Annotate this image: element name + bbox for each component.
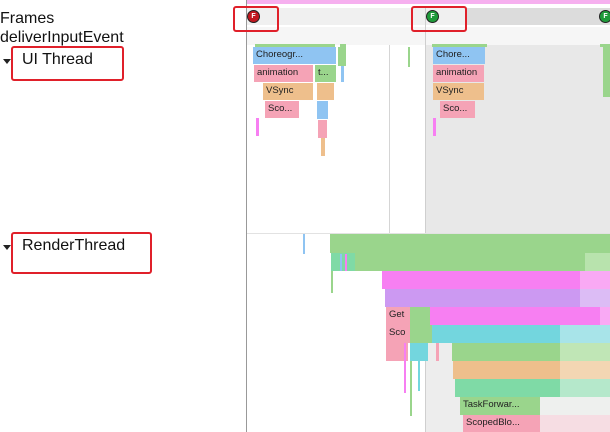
ui-slice-small xyxy=(341,66,344,82)
ui-slice-scroll[interactable]: Sco... xyxy=(440,101,475,118)
render-tick xyxy=(410,361,412,416)
frame-marker-ok-icon[interactable]: F xyxy=(599,10,610,23)
expand-render-thread-icon[interactable] xyxy=(3,245,11,250)
ui-slice-animation[interactable]: animation xyxy=(254,65,313,82)
render-tick xyxy=(331,271,333,293)
expand-ui-thread-icon[interactable] xyxy=(3,59,11,64)
ui-slice-animation[interactable]: animation xyxy=(433,65,484,82)
render-thread-label[interactable]: RenderThread xyxy=(22,237,126,254)
render-tick xyxy=(330,234,610,253)
render-slice xyxy=(410,307,430,325)
render-slice-scoped-block[interactable]: ScopedBlo... xyxy=(463,415,540,432)
render-slice-task-forward[interactable]: TaskForwar... xyxy=(460,397,540,415)
render-slice-scroll[interactable]: Sco xyxy=(386,325,410,343)
render-slice xyxy=(410,343,428,361)
ui-slice-choreographer[interactable]: Choreogr... xyxy=(253,47,336,64)
ui-slice-small xyxy=(317,101,328,119)
render-tick xyxy=(585,253,610,271)
deliver-input-event-label: deliverInputEvent xyxy=(0,29,124,46)
render-slice xyxy=(385,289,610,307)
frames-lane-selected xyxy=(465,8,610,25)
vsync-guide-line xyxy=(425,8,426,432)
render-tick xyxy=(340,254,342,271)
render-tick xyxy=(331,253,355,271)
frame-marker-ok-icon[interactable]: F xyxy=(426,10,439,23)
render-tick xyxy=(355,253,610,271)
ui-thread-highlight xyxy=(11,46,124,81)
render-slice xyxy=(430,307,600,325)
render-tick xyxy=(404,343,406,393)
ui-slice-small xyxy=(318,120,327,138)
render-slice xyxy=(540,397,610,415)
render-slice xyxy=(410,325,432,343)
ui-slice-small xyxy=(603,47,610,97)
ui-slice-small xyxy=(256,118,259,136)
vsync-guide-line xyxy=(389,45,390,235)
render-tick xyxy=(418,361,420,391)
ui-slice-scroll[interactable]: Sco... xyxy=(265,101,299,118)
render-slice xyxy=(580,271,610,289)
ui-activity-tick xyxy=(340,44,346,47)
render-slice xyxy=(600,307,610,325)
render-slice xyxy=(580,289,610,307)
render-slice xyxy=(560,325,610,343)
ui-activity-tick xyxy=(600,44,610,47)
render-slice xyxy=(560,379,610,397)
render-thread-highlight xyxy=(11,232,152,274)
ui-slice-small xyxy=(408,47,410,67)
render-slice-get[interactable]: Get xyxy=(386,307,410,325)
event-lane xyxy=(247,27,610,45)
ok-frame-highlight xyxy=(411,6,467,32)
render-slice xyxy=(560,343,610,361)
janky-frame-highlight xyxy=(233,6,279,32)
ui-activity-tick xyxy=(432,44,487,47)
ui-slice-vsync[interactable]: VSync xyxy=(263,83,313,100)
render-slice xyxy=(560,361,610,379)
track-separator xyxy=(247,233,610,234)
ui-slice-traversal[interactable]: t... xyxy=(315,65,336,82)
render-slice xyxy=(382,271,610,289)
render-tick xyxy=(436,343,439,361)
render-tick xyxy=(345,254,347,271)
ui-slice-small xyxy=(338,47,346,66)
ui-slice-vsync[interactable]: VSync xyxy=(433,83,484,100)
ui-slice-small xyxy=(321,138,325,156)
render-tick xyxy=(303,234,305,254)
ui-slice-small xyxy=(317,83,334,100)
ui-activity-tick xyxy=(255,44,335,47)
ui-slice-small xyxy=(433,118,436,136)
frames-track-label: Frames xyxy=(0,10,55,27)
ui-thread-label[interactable]: UI Thread xyxy=(22,51,93,68)
ui-slice-choreographer[interactable]: Chore... xyxy=(433,47,485,64)
top-timeline-strip xyxy=(247,0,610,4)
render-slice xyxy=(386,343,408,361)
render-slice xyxy=(540,415,610,432)
frame-marker-janky-icon[interactable]: F xyxy=(247,10,260,23)
